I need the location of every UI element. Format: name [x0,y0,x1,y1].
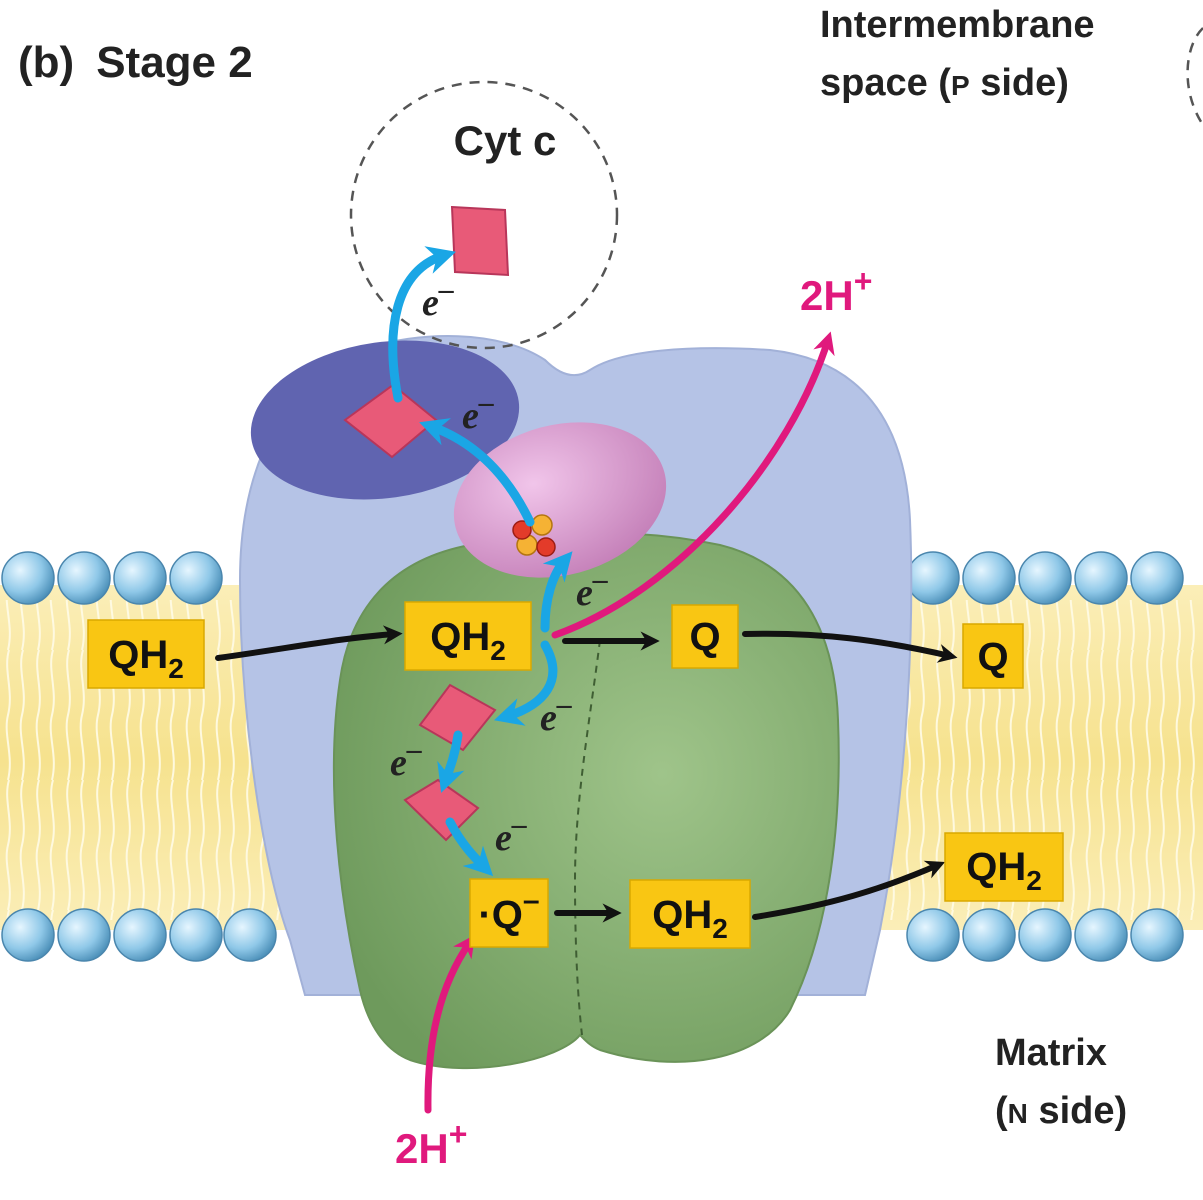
qh2-label-subscript: 2 [168,653,184,684]
lipid-head [1,551,55,605]
lipid-head [1130,908,1184,962]
heme-bH [403,778,480,842]
lipid-head [1074,551,1128,605]
molecule-labels: QH2 QH2 Q Q QH2 ·Q– QH2 [87,601,1064,949]
qh2-label-subscript: 2 [1026,865,1042,896]
proton-uptake-arrow [424,934,476,1114]
qh2-entry-arrow [215,625,403,661]
electron-label: e– [422,273,454,324]
electron-arrow-to-fes [540,551,573,633]
q-exit-arrow [742,630,958,663]
lipid-head [906,908,960,962]
panel-label: (b) [18,38,74,87]
electron-arrow-bL-to-bH [437,730,465,793]
electron-label: e– [495,808,527,859]
proton-release-arrow [551,331,835,639]
lipid-head [1130,551,1184,605]
electron-label: e– [390,733,422,784]
lipid-head [1018,908,1072,962]
svg-text:QH2: QH2 [652,893,728,944]
svg-text:QH2: QH2 [966,845,1042,896]
n-side-label-line2: (N side) [995,1090,1127,1132]
svg-text:QH2: QH2 [430,615,506,666]
p-side-label-line1: Intermembrane [820,4,1095,46]
qh2-qi-site-label: QH2 [629,879,751,949]
lipid-head [57,551,111,605]
proton-uptake-label: 2H+ [395,1116,467,1172]
electron-arrow-to-cyt-c1 [419,418,535,527]
p-side-label-line2: space (P side) [820,62,1069,104]
svg-text:·Q–: ·Q– [478,884,539,937]
cyt-c-circle [349,80,619,350]
q-label: Q [689,615,720,659]
electron-label: e– [540,688,572,739]
qh2-label-q: QH [430,615,490,659]
semiquinone-q: Q [492,893,523,937]
electron-flow-arrows [388,246,573,877]
q-label: Q [977,635,1008,679]
lipid-head [169,908,223,962]
panel-title: (b) Stage 2 [18,38,253,87]
lipid-head [1018,551,1072,605]
lipid-head [1,908,55,962]
semiquinone-dot: · [478,893,491,937]
adjacent-cyt-c-circle-edge [1186,27,1203,126]
qh2-label-q: QH [108,633,168,677]
q-membrane-label: Q [962,623,1024,689]
lipid-head [223,908,277,962]
substrate-flow-arrows [215,625,958,923]
lipid-head [962,908,1016,962]
electron-label: e– [462,386,494,437]
lipid-head [962,551,1016,605]
qh2-membrane-out-label: QH2 [944,832,1064,902]
qh2-label-subscript: 2 [490,635,506,666]
cyt-c-label: Cyt c [454,117,557,164]
electron-arrow-to-cyt-c [388,246,457,403]
lipid-head [1074,908,1128,962]
electron-arrow-to-bL [493,640,558,726]
proton-release-label: 2H+ [800,263,872,319]
q-qo-site-label: Q [671,604,739,669]
cyt-c-heme [450,205,510,277]
green-subunit-seam [573,639,601,1036]
lipid-head [906,551,960,605]
iron-sulfur-protein [453,422,667,578]
qh2-label-q: QH [966,845,1026,889]
qh2-label-q: QH [652,893,712,937]
lipid-head [57,908,111,962]
qh2-membrane-label: QH2 [87,619,205,689]
qh2-qo-site-label: QH2 [404,601,532,671]
n-side-label-line1: Matrix [995,1032,1107,1074]
qh2-label-subscript: 2 [712,913,728,944]
lipid-head [113,551,167,605]
lipid-head [169,551,223,605]
lipid-head [113,908,167,962]
electron-arrow-to-qi [445,817,494,877]
semiquinone-charge: – [523,884,540,917]
lipid-heads [1,551,1184,962]
electron-labels: e– e– e– e– e– e– [390,273,608,859]
heme-groups [343,205,510,842]
electron-label: e– [576,563,608,614]
complex-iii [238,335,913,1070]
svg-text:QH2: QH2 [108,633,184,684]
semiquinone-label: ·Q– [469,878,549,948]
qh2-exit-arrow [752,860,946,920]
proton-flow-arrows [424,331,835,1114]
stage-title: Stage 2 [96,38,253,87]
